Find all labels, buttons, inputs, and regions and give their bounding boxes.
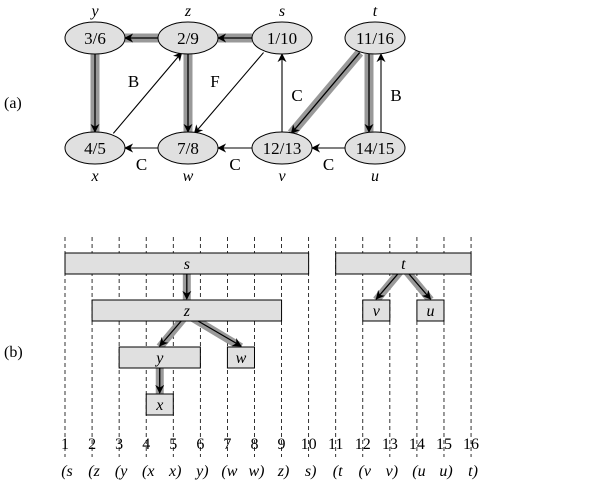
vertex-y xyxy=(64,21,126,55)
vertex-times-z: 2/9 xyxy=(177,29,199,48)
interval-label-u: u xyxy=(426,303,434,320)
time-tick-label: 11 xyxy=(328,436,343,453)
vertex-v xyxy=(251,131,313,165)
edge-label-cross: C xyxy=(229,155,240,174)
paren-label: (s xyxy=(61,463,73,480)
vertex-times-t: 11/16 xyxy=(356,29,394,48)
time-tick-label: 4 xyxy=(142,436,150,453)
vertex-times-s: 1/10 xyxy=(267,29,297,48)
time-tick-label: 8 xyxy=(250,436,258,453)
paren-label: (z xyxy=(88,463,100,480)
paren-label: (x xyxy=(142,463,154,480)
vertex-name-u: u xyxy=(371,168,379,185)
edge-label-forward: F xyxy=(210,72,219,91)
part-a-label: (a) xyxy=(4,95,22,112)
vertex-times-y: 3/6 xyxy=(84,29,106,48)
edge-label-cross: C xyxy=(136,155,147,174)
paren-label: (u xyxy=(412,463,425,480)
paren-label: (t xyxy=(333,463,343,480)
vertex-u xyxy=(344,131,406,165)
edge-label-back: B xyxy=(390,86,401,105)
interval-bar-s xyxy=(64,252,310,275)
vertex-name-x: x xyxy=(90,168,98,185)
interval-bar-y xyxy=(118,346,201,369)
paren-label: w) xyxy=(248,463,264,480)
interval-label-x: x xyxy=(155,397,163,414)
forward-edge-s-w xyxy=(193,52,264,135)
time-tick-label: 13 xyxy=(382,436,398,453)
time-tick-label: 14 xyxy=(409,436,425,453)
paren-label: (v xyxy=(359,463,372,480)
vertex-x xyxy=(64,131,126,165)
paren-label: u) xyxy=(439,463,452,480)
vertex-w xyxy=(157,131,219,165)
paren-label: x) xyxy=(168,463,181,480)
vertex-times-w: 7/8 xyxy=(177,139,199,158)
time-tick-label: 10 xyxy=(301,436,317,453)
vertex-name-w: w xyxy=(183,168,194,185)
vertex-times-x: 4/5 xyxy=(84,139,106,158)
interval-label-w: w xyxy=(236,350,247,367)
vertex-times-u: 14/15 xyxy=(356,139,395,158)
interval-label-y: y xyxy=(154,350,164,367)
tree-edge-t-v xyxy=(290,52,361,135)
vertex-name-y: y xyxy=(89,3,99,20)
paren-label: t) xyxy=(468,463,478,480)
vertex-name-z: z xyxy=(184,3,192,20)
time-tick-label: 12 xyxy=(355,436,371,453)
vertex-z xyxy=(157,21,219,55)
time-tick-label: 16 xyxy=(463,436,479,453)
interval-label-s: s xyxy=(184,256,190,273)
graph-part-a: B F C B C C C 3/6 y 2/9 z 1/10 s 11/16 t 4/5 x 7/8 w 12/13 v… xyxy=(64,3,406,185)
edge-label-cross: C xyxy=(323,155,334,174)
edge-label-back: B xyxy=(128,72,139,91)
interval-label-v: v xyxy=(373,303,381,320)
vertex-name-s: s xyxy=(279,3,285,20)
paren-label: y) xyxy=(194,463,208,480)
interval-diagram-part-b: 1 (s 2 (z 3 (y 4 (x 5 x) 6 y) 7 (w 8 w) 9 z) 10 s) 11 (t 12 (v 1… xyxy=(61,237,479,480)
back-edge-x-z xyxy=(112,51,183,134)
time-tick-label: 1 xyxy=(61,436,69,453)
part-b-label: (b) xyxy=(4,344,23,361)
interval-bar-u xyxy=(416,299,445,322)
paren-label: v) xyxy=(386,463,398,480)
paren-label: z) xyxy=(277,463,290,480)
vertex-t xyxy=(344,21,406,55)
edge-label-cross: C xyxy=(291,86,302,105)
interval-bar-z xyxy=(91,299,283,322)
interval-bar-w xyxy=(226,346,255,369)
interval-bar-v xyxy=(362,299,391,322)
time-tick-label: 3 xyxy=(115,436,123,453)
interval-label-z: z xyxy=(183,303,191,320)
interval-bar-x xyxy=(145,393,174,416)
paren-label: (w xyxy=(221,463,237,480)
vertex-name-v: v xyxy=(278,168,286,185)
time-tick-label: 6 xyxy=(196,436,204,453)
time-tick-label: 7 xyxy=(223,436,231,453)
vertex-times-v: 12/13 xyxy=(263,139,302,158)
time-tick-label: 9 xyxy=(278,436,286,453)
time-tick-label: 15 xyxy=(436,436,452,453)
vertex-name-t: t xyxy=(373,3,378,20)
paren-label: s) xyxy=(305,463,317,480)
time-tick-label: 2 xyxy=(88,436,96,453)
paren-label: (y xyxy=(115,463,128,480)
time-tick-label: 5 xyxy=(169,436,177,453)
interval-label-t: t xyxy=(401,256,406,273)
interval-bar-t xyxy=(335,252,472,275)
vertex-s xyxy=(251,21,313,55)
